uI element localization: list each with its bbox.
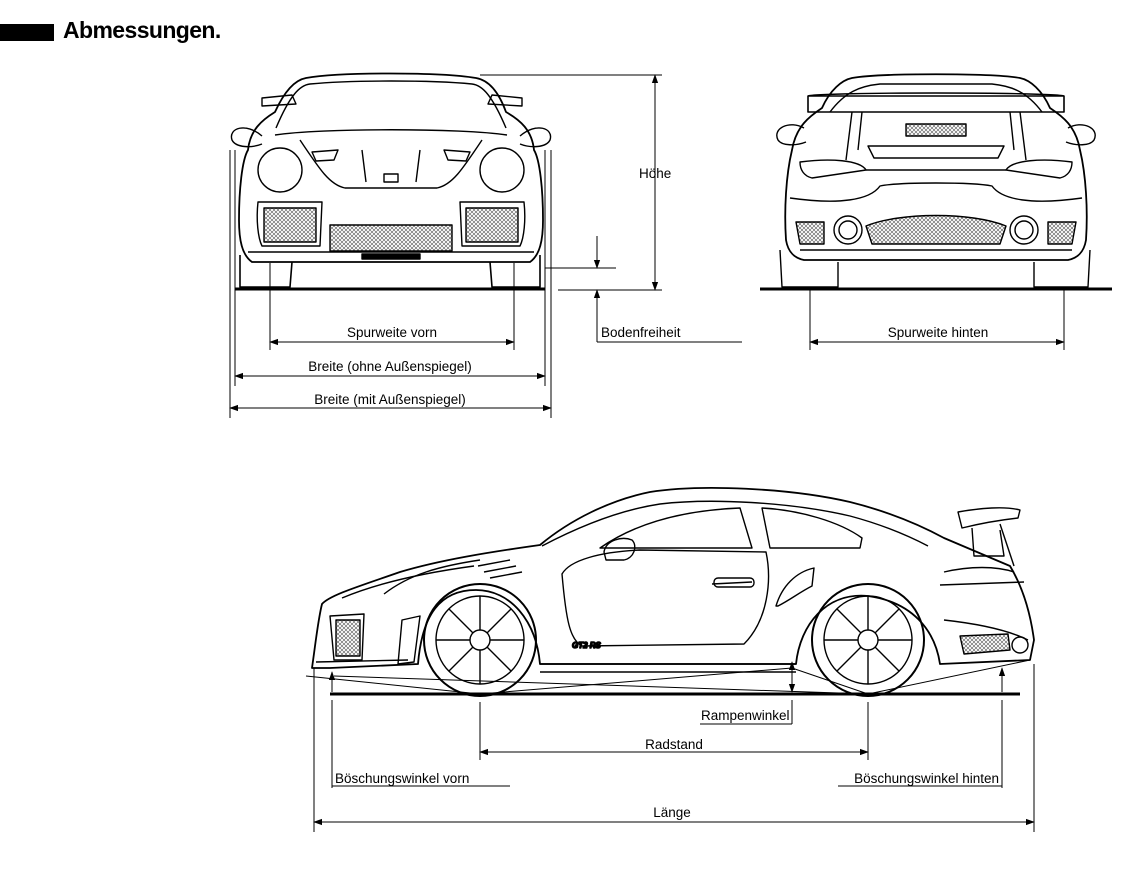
side-view: GT2 RS [311, 487, 1035, 696]
label-boeschungswinkel-hinten: Böschungswinkel hinten [854, 771, 999, 786]
label-rampenwinkel: Rampenwinkel [701, 708, 790, 723]
label-radstand: Radstand [645, 737, 703, 752]
label-breite-mit-aussenspiegel: Breite (mit Außenspiegel) [314, 392, 466, 407]
rear-view [760, 73, 1112, 291]
label-spurweite-hinten: Spurweite hinten [888, 325, 989, 340]
front-view [230, 72, 552, 291]
page-title: Abmessungen. [63, 17, 221, 43]
rear-dimensions [809, 290, 1065, 350]
rear-wheel [811, 583, 925, 697]
label-spurweite-vorn: Spurweite vorn [347, 325, 437, 340]
front-wheel [423, 583, 537, 697]
label-laenge: Länge [653, 805, 691, 820]
title-bar [0, 24, 54, 41]
side-badge: GT2 RS [572, 641, 602, 650]
label-breite-ohne-aussenspiegel: Breite (ohne Außenspiegel) [308, 359, 472, 374]
front-dimensions [229, 74, 742, 418]
label-hoehe: Höhe [639, 166, 671, 181]
label-boeschungswinkel-vorn: Böschungswinkel vorn [335, 771, 469, 786]
side-dimensions [305, 659, 1035, 832]
label-bodenfreiheit: Bodenfreiheit [601, 325, 681, 340]
